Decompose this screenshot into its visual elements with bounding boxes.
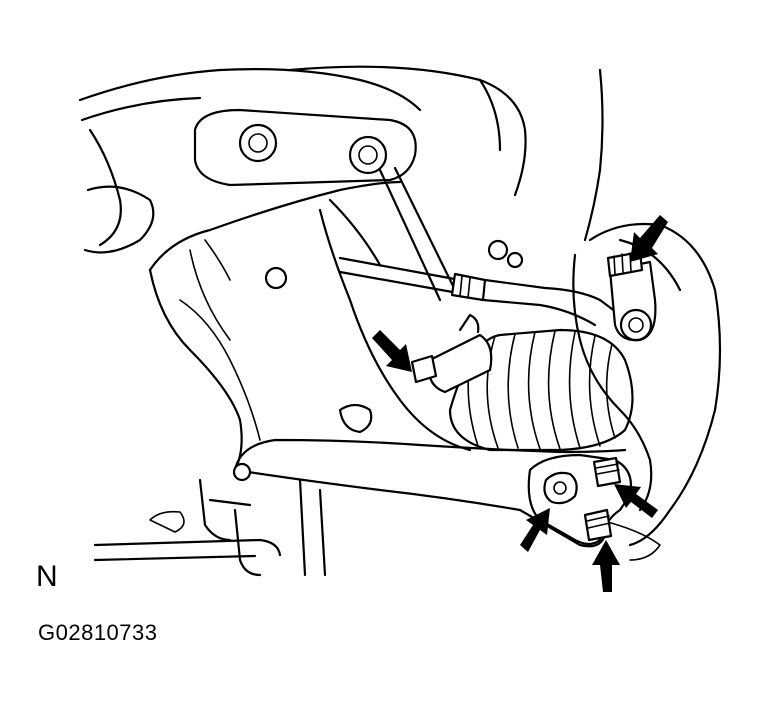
lower-control-arm <box>148 180 627 548</box>
body-outline <box>78 65 604 254</box>
lower-chassis <box>93 478 327 577</box>
arrow-bottom <box>592 540 620 592</box>
arrow-upper-right <box>630 215 668 262</box>
view-letter-label: N <box>36 560 58 593</box>
callout-arrows <box>372 215 668 592</box>
arrow-middle-left <box>372 330 412 372</box>
rack-bracket <box>410 313 493 394</box>
tie-rod-end <box>606 250 657 342</box>
arrow-bottom-right <box>614 484 658 518</box>
ball-joint-plate <box>527 453 633 546</box>
upper-mount-bracket <box>193 108 457 302</box>
figure-code-label: G02810733 <box>38 620 158 645</box>
steering-boot <box>448 328 634 452</box>
arrow-bottom-left <box>520 508 550 552</box>
tie-rod <box>338 239 622 327</box>
